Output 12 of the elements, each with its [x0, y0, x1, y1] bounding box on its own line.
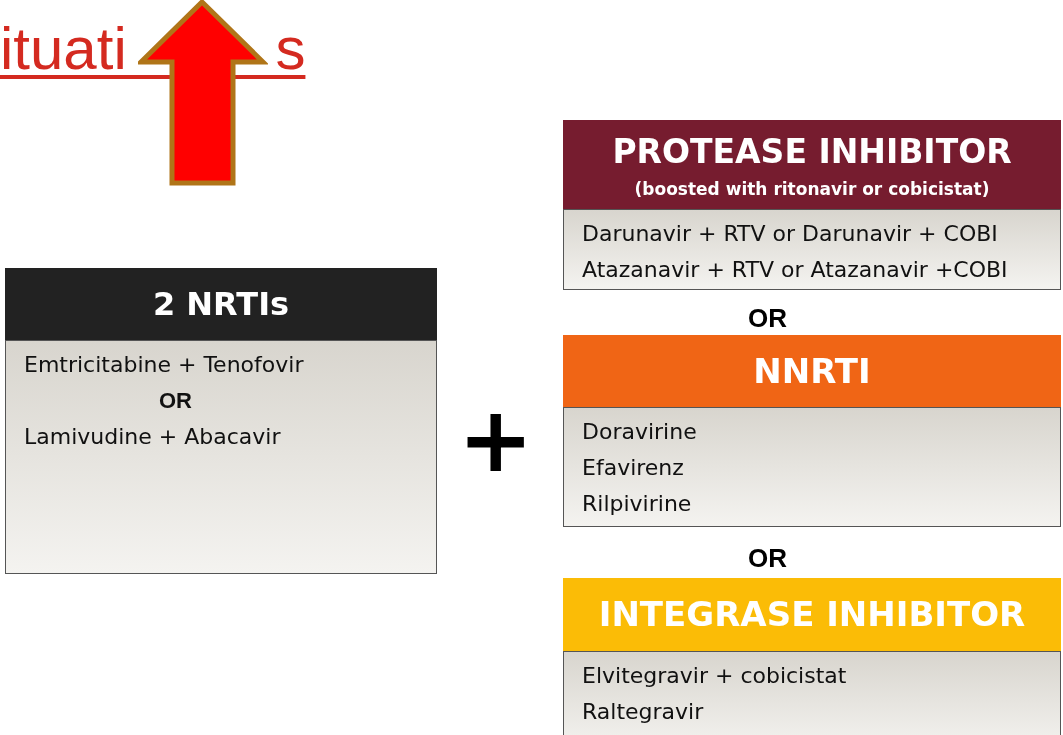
plus-sign: +: [458, 395, 534, 485]
slide-title: ituati s: [0, 14, 306, 83]
drug-list-box: Elvitegravir + cobicistat Raltegravir: [563, 651, 1061, 735]
category-header: INTEGRASE INHIBITOR: [563, 578, 1061, 651]
or-label: OR: [748, 543, 787, 574]
category-header: NNRTI: [563, 335, 1061, 407]
or-label: OR: [748, 303, 787, 334]
drug-list-box: Darunavir + RTV or Darunavir + COBI Atazanavir + RTV or Atazanavir +COBI: [563, 209, 1061, 290]
category-header: 2 NRTIs: [5, 268, 437, 340]
drug-list-box: Doravirine Efavirenz Rilpivirine: [563, 407, 1061, 527]
category-header: PROTEASE INHIBITOR (boosted with ritonavir or cobicistat): [563, 120, 1061, 209]
drug-list-box: Emtricitabine + Tenofovir OR Lamivudine + Abacavir: [5, 340, 437, 574]
